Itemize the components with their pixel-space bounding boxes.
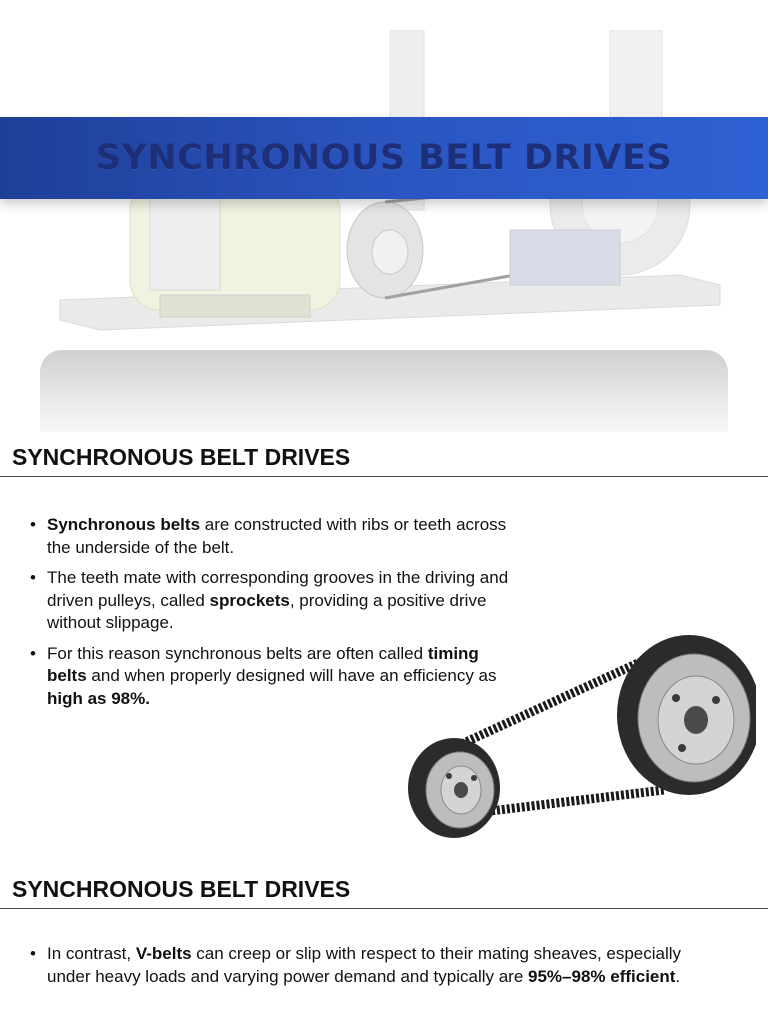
bold-term: high as 98%. — [47, 688, 150, 708]
slide-heading: SYNCHRONOUS BELT DRIVES — [12, 444, 351, 470]
bullet-list: Synchronous belts are constructed with r… — [30, 514, 520, 718]
title-banner: SYNCHRONOUS BELT DRIVES — [0, 117, 768, 199]
timing-belt-pulley-image — [408, 635, 756, 838]
bold-term: Synchronous belts — [47, 515, 201, 534]
slide-reflection — [40, 350, 728, 432]
bold-term: timing belts — [47, 643, 479, 686]
bullet-item: Synchronous belts are constructed with r… — [30, 514, 520, 559]
bold-term: V-belts — [135, 944, 192, 963]
bold-term: 95%–98% efficient — [528, 966, 676, 986]
bullet-item: In contrast, V-belts can creep or slip w… — [30, 943, 710, 988]
heading-divider — [0, 908, 768, 909]
bullet-list: In contrast, V-belts can creep or slip w… — [30, 943, 710, 996]
content-slide-1: SYNCHRONOUS BELT DRIVES Synchronous belt… — [0, 432, 768, 864]
bullet-text: In contrast, — [47, 944, 136, 963]
heading-divider — [0, 476, 768, 477]
bullet-text: , providing a positive drive without sli… — [47, 590, 487, 633]
bullet-item: The teeth mate with corresponding groove… — [30, 567, 520, 635]
slide-heading: SYNCHRONOUS BELT DRIVES — [12, 876, 351, 902]
bullet-text: . — [675, 966, 681, 986]
bold-term: sprockets — [209, 590, 290, 610]
bullet-text: and when properly designed will have an … — [86, 666, 497, 685]
content-slide-2: SYNCHRONOUS BELT DRIVES In contrast, V-b… — [0, 864, 768, 1024]
slide-title: SYNCHRONOUS BELT DRIVES — [95, 138, 673, 178]
bullet-text: The teeth mate with corresponding groove… — [47, 568, 509, 610]
bullet-text: For this reason synchronous belts are of… — [47, 643, 428, 663]
bullet-item: For this reason synchronous belts are of… — [30, 643, 520, 711]
bullet-text: can creep or slip with respect to their … — [47, 944, 682, 986]
title-slide: SYNCHRONOUS BELT DRIVES — [0, 0, 768, 432]
bullet-text: are constructed with ribs or teeth acros… — [47, 515, 507, 557]
